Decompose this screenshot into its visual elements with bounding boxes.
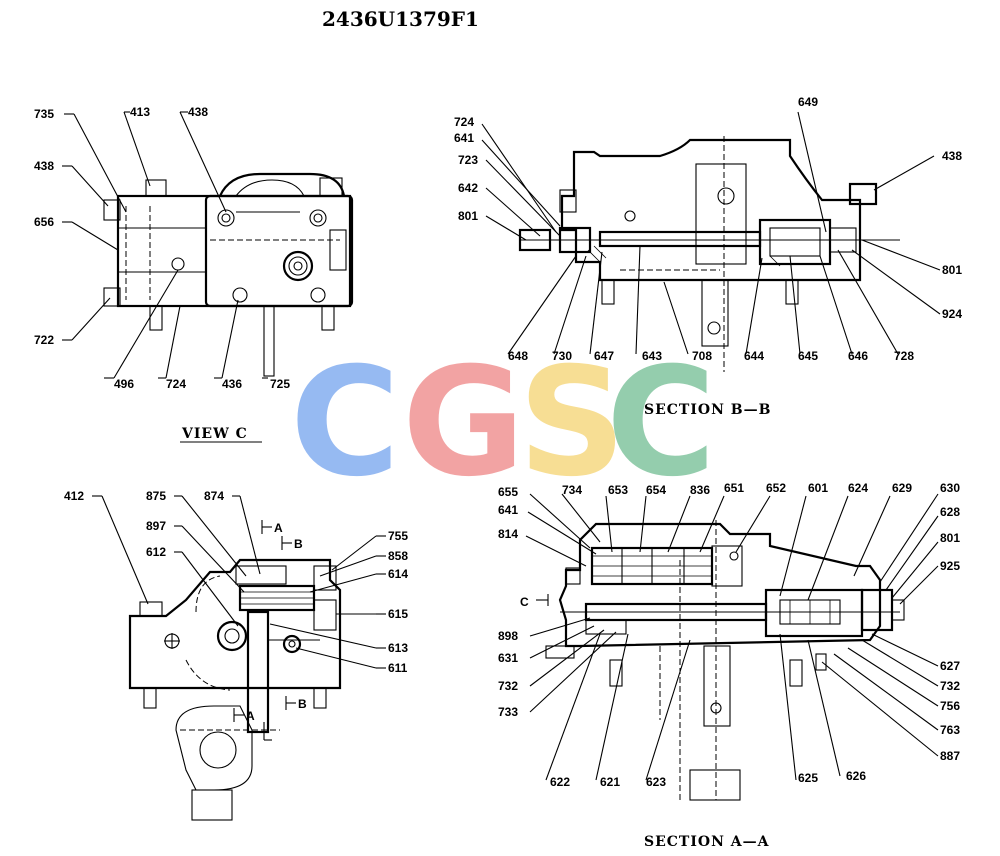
part-label-601: 601 xyxy=(808,481,828,495)
part-label-924: 924 xyxy=(942,307,962,321)
section-mark-a-bottom: A xyxy=(246,709,255,723)
part-label-756: 756 xyxy=(940,699,960,713)
part-label-725: 725 xyxy=(270,377,290,391)
part-label-412: 412 xyxy=(64,489,84,503)
part-label-654: 654 xyxy=(646,483,666,497)
part-label-652: 652 xyxy=(766,481,786,495)
section-mark-b-bottom: B xyxy=(298,697,307,711)
part-label-646: 646 xyxy=(848,349,868,363)
side-view-drawing xyxy=(128,558,342,821)
part-label-722: 722 xyxy=(34,333,54,347)
part-label-730: 730 xyxy=(552,349,572,363)
section-bb-part-numbers: 724 641 723 642 801 649 438 801 924 648 … xyxy=(454,95,962,363)
part-label-897: 897 xyxy=(146,519,166,533)
part-label-643: 643 xyxy=(642,349,662,363)
part-label-648: 648 xyxy=(508,349,528,363)
part-label-438: 438 xyxy=(188,105,208,119)
part-label-613: 613 xyxy=(388,641,408,655)
watermark-logo: C G S C xyxy=(290,336,716,510)
part-label-735: 735 xyxy=(34,107,54,121)
watermark-letter-s: S xyxy=(518,336,626,510)
part-label-627: 627 xyxy=(940,659,960,673)
part-label-496: 496 xyxy=(114,377,134,391)
part-label-755: 755 xyxy=(388,529,408,543)
part-label-708: 708 xyxy=(692,349,712,363)
side-view-leaders xyxy=(92,495,386,669)
part-label-887: 887 xyxy=(940,749,960,763)
part-label-629: 629 xyxy=(892,481,912,495)
watermark-letter-g: G xyxy=(402,336,525,510)
part-label-612: 612 xyxy=(146,545,166,559)
part-label-630: 630 xyxy=(940,481,960,495)
part-label-624: 624 xyxy=(848,481,868,495)
part-label-631: 631 xyxy=(498,651,518,665)
section-mark-b-top: B xyxy=(294,537,303,551)
part-label-641: 641 xyxy=(498,503,518,517)
part-label-611: 611 xyxy=(388,661,408,675)
part-label-436: 436 xyxy=(222,377,242,391)
part-label-625: 625 xyxy=(798,771,818,785)
section-aa-drawing: C xyxy=(520,520,905,801)
part-label-615: 615 xyxy=(388,607,408,621)
part-label-649: 649 xyxy=(798,95,818,109)
part-label-644: 644 xyxy=(744,349,764,363)
part-label-413: 413 xyxy=(130,105,150,119)
part-label-724: 724 xyxy=(166,377,186,391)
part-label-628: 628 xyxy=(940,505,960,519)
part-label-858: 858 xyxy=(388,549,408,563)
part-label-732: 732 xyxy=(940,679,960,693)
part-label-642: 642 xyxy=(458,181,478,195)
side-view-section-marks: A B B A xyxy=(233,520,307,723)
part-label-836: 836 xyxy=(690,483,710,497)
part-label-734: 734 xyxy=(562,483,582,497)
part-label-655: 655 xyxy=(498,485,518,499)
section-mark-a-top: A xyxy=(274,521,283,535)
part-label-814: 814 xyxy=(498,527,518,541)
part-label-733: 733 xyxy=(498,705,518,719)
view-c-leaders xyxy=(62,111,268,379)
part-label-647: 647 xyxy=(594,349,614,363)
side-view-part-numbers: 412 875 874 897 612 755 858 614 615 613 … xyxy=(64,489,408,675)
view-c-drawing xyxy=(103,172,354,377)
part-label-723: 723 xyxy=(458,153,478,167)
part-label-614: 614 xyxy=(388,567,408,581)
part-label-621: 621 xyxy=(600,775,620,789)
part-label-623: 623 xyxy=(646,775,666,789)
watermark-letter-c2: C xyxy=(606,336,716,510)
part-label-622: 622 xyxy=(550,775,570,789)
section-bb-leaders xyxy=(481,111,941,355)
view-c-caption: VIEW C xyxy=(181,426,248,442)
part-label-898: 898 xyxy=(498,629,518,643)
view-c-part-numbers: 735 413 438 438 656 722 496 724 436 725 xyxy=(34,105,290,391)
part-label-641: 641 xyxy=(454,131,474,145)
part-label-728: 728 xyxy=(894,349,914,363)
section-aa-caption: SECTION A—A xyxy=(644,834,770,850)
part-label-763: 763 xyxy=(940,723,960,737)
part-label-653: 653 xyxy=(608,483,628,497)
part-label-875: 875 xyxy=(146,489,166,503)
part-label-801: 801 xyxy=(942,263,962,277)
part-label-874: 874 xyxy=(204,489,224,503)
part-label-656: 656 xyxy=(34,215,54,229)
drawing-number: 2436U1379F1 xyxy=(322,7,479,31)
section-bb-drawing xyxy=(518,136,900,372)
section-aa-part-numbers: 655 734 653 654 836 651 652 601 624 629 … xyxy=(498,481,960,789)
part-label-925: 925 xyxy=(940,559,960,573)
part-label-645: 645 xyxy=(798,349,818,363)
part-label-626: 626 xyxy=(846,769,866,783)
part-label-724: 724 xyxy=(454,115,474,129)
part-label-801: 801 xyxy=(940,531,960,545)
part-label-438: 438 xyxy=(34,159,54,173)
part-label-438: 438 xyxy=(942,149,962,163)
section-bb-caption: SECTION B—B xyxy=(644,402,771,418)
section-mark-c: C xyxy=(520,595,529,609)
part-label-651: 651 xyxy=(724,481,744,495)
part-label-801: 801 xyxy=(458,209,478,223)
part-label-732: 732 xyxy=(498,679,518,693)
watermark-letter-c1: C xyxy=(290,336,400,510)
section-aa-leaders xyxy=(525,493,939,781)
